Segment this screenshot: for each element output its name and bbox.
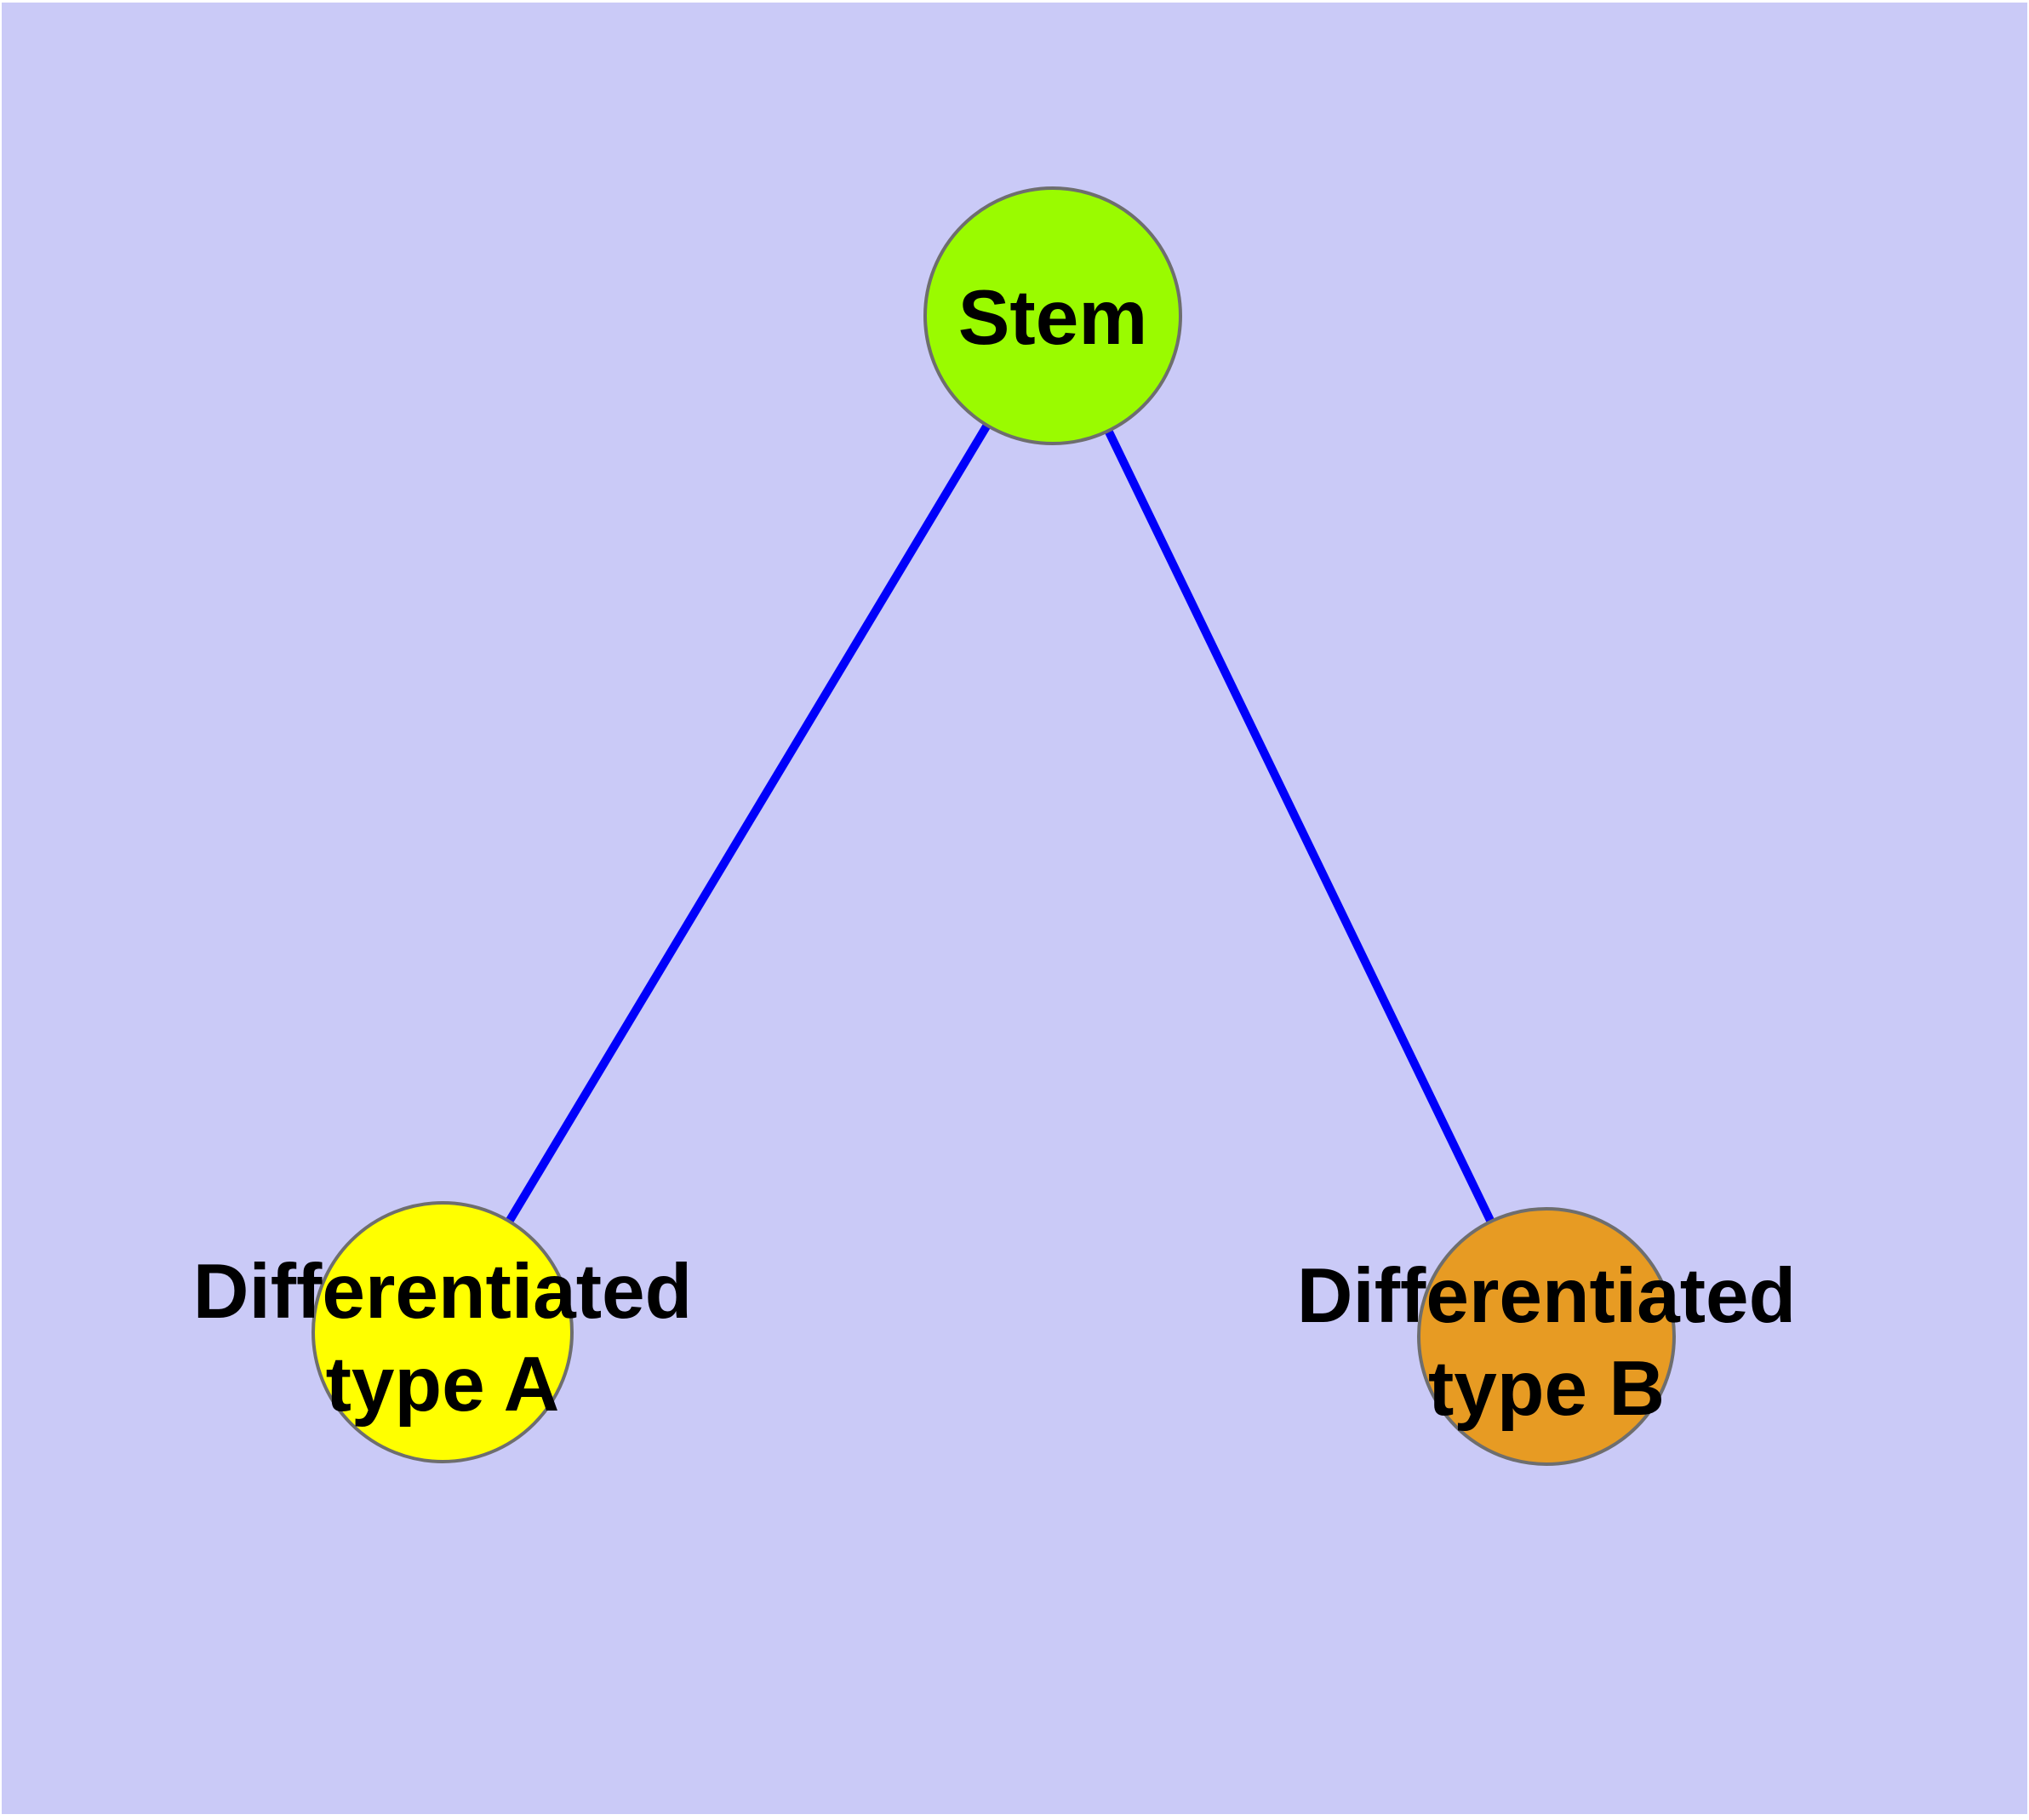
- node-stem: [923, 186, 1182, 445]
- edge-stem-to-type-b: [1049, 313, 1551, 1339]
- node-type-a-label-line1: Differentiated: [193, 1249, 693, 1335]
- node-type-a-label-line2: type A: [326, 1342, 560, 1428]
- node-differentiated-type-a: [311, 1201, 574, 1463]
- edge-stem-to-type-a: [438, 313, 1057, 1335]
- node-stem-label: Stem: [958, 275, 1148, 361]
- node-differentiated-type-b: [1417, 1207, 1676, 1466]
- node-type-b-label-line2: type B: [1428, 1346, 1665, 1432]
- node-type-b-label-line1: Differentiated: [1297, 1253, 1797, 1339]
